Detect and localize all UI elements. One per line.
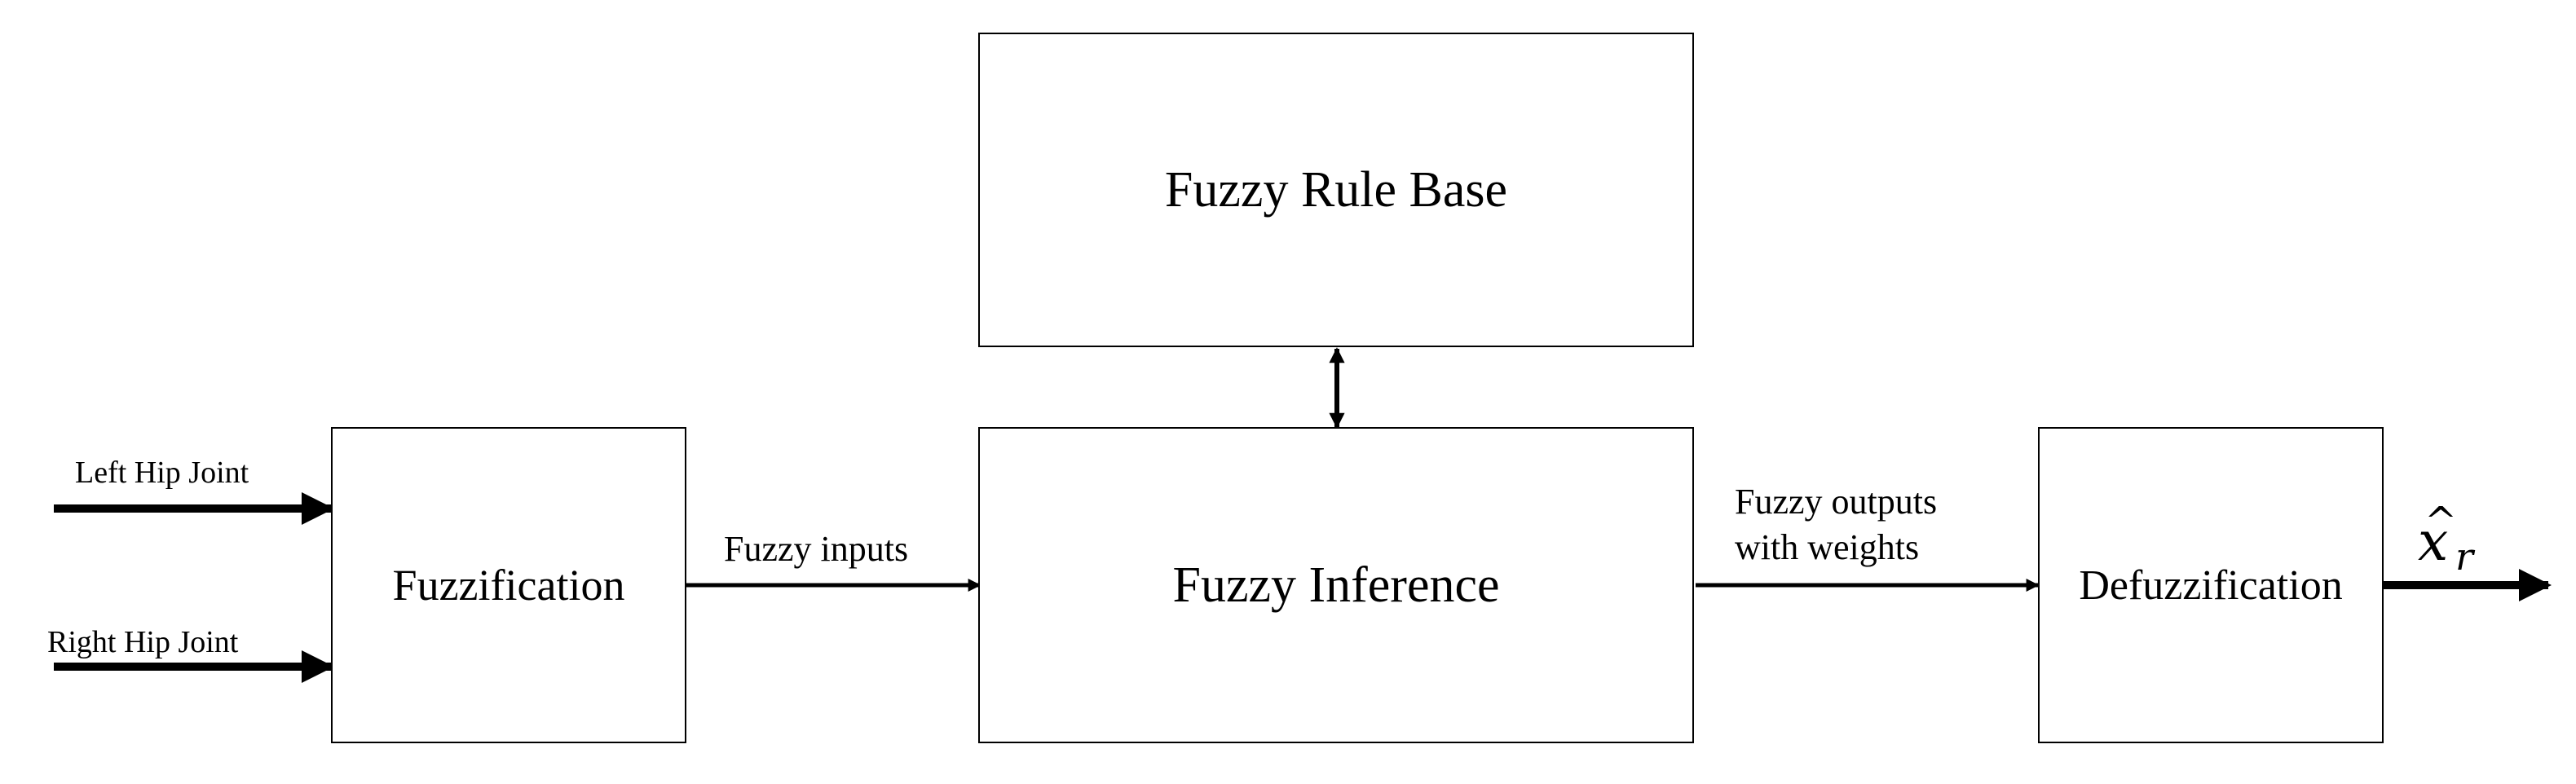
fuzzy-inference-block: Fuzzy Inference <box>978 427 1694 743</box>
fuzzy-inference-label: Fuzzy Inference <box>1172 557 1500 613</box>
defuzzification-label: Defuzzification <box>2079 562 2343 609</box>
fuzzification-block: Fuzzification <box>331 427 686 743</box>
left-hip-joint-label: Left Hip Joint <box>75 456 249 490</box>
fuzzy-outputs-line2: with weights <box>1735 527 1920 567</box>
fuzzy-outputs-label: Fuzzy outputs with weights <box>1735 479 1937 570</box>
defuzzification-block: Defuzzification <box>2038 427 2384 743</box>
output-hat: ^ <box>2424 499 2458 544</box>
fuzzy-rule-base-label: Fuzzy Rule Base <box>1164 161 1508 218</box>
fuzzification-label: Fuzzification <box>392 561 625 610</box>
output-symbol: ^ x r <box>2418 499 2508 588</box>
output-subscript: r <box>2455 535 2473 579</box>
right-hip-joint-label: Right Hip Joint <box>47 625 239 659</box>
fuzzy-rule-base-block: Fuzzy Rule Base <box>978 33 1694 347</box>
output-variable: x <box>2418 510 2449 573</box>
fuzzy-inputs-label: Fuzzy inputs <box>724 529 909 569</box>
fuzzy-outputs-line1: Fuzzy outputs <box>1735 482 1938 522</box>
